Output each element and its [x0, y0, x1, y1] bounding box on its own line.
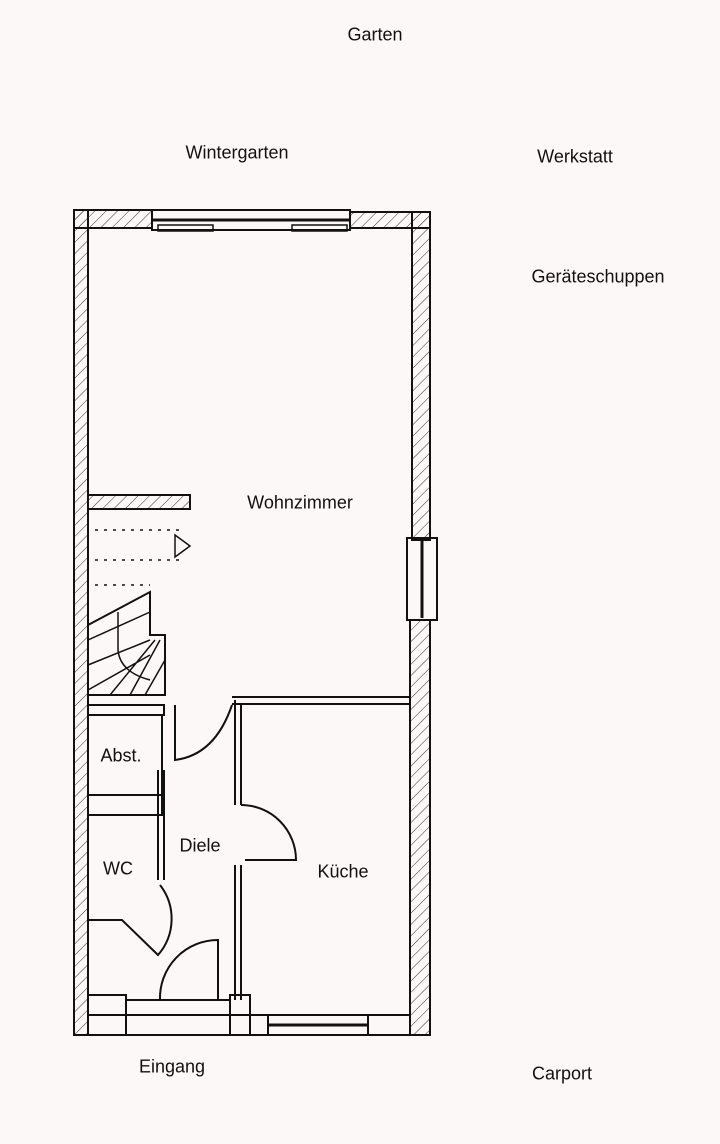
label-kitchen: Küche: [317, 861, 369, 882]
label-carport: Carport: [531, 1063, 593, 1084]
label-garden: Garten: [347, 24, 403, 45]
label-hall: Diele: [179, 835, 221, 856]
window-right: [406, 537, 438, 621]
label-toilet: WC: [103, 858, 133, 879]
label-living-room: Wohnzimmer: [247, 492, 353, 513]
label-entrance: Eingang: [138, 1056, 206, 1077]
outer-wall: [73, 209, 431, 1036]
label-storage: Abst.: [100, 745, 142, 766]
label-winter-garden: Wintergarten: [185, 142, 289, 163]
label-tool-shed: Geräteschuppen: [531, 266, 665, 287]
interior-wall: [87, 696, 410, 1036]
stairs: [87, 494, 192, 696]
window-top: [151, 209, 351, 232]
label-workshop: Werkstatt: [537, 146, 613, 167]
